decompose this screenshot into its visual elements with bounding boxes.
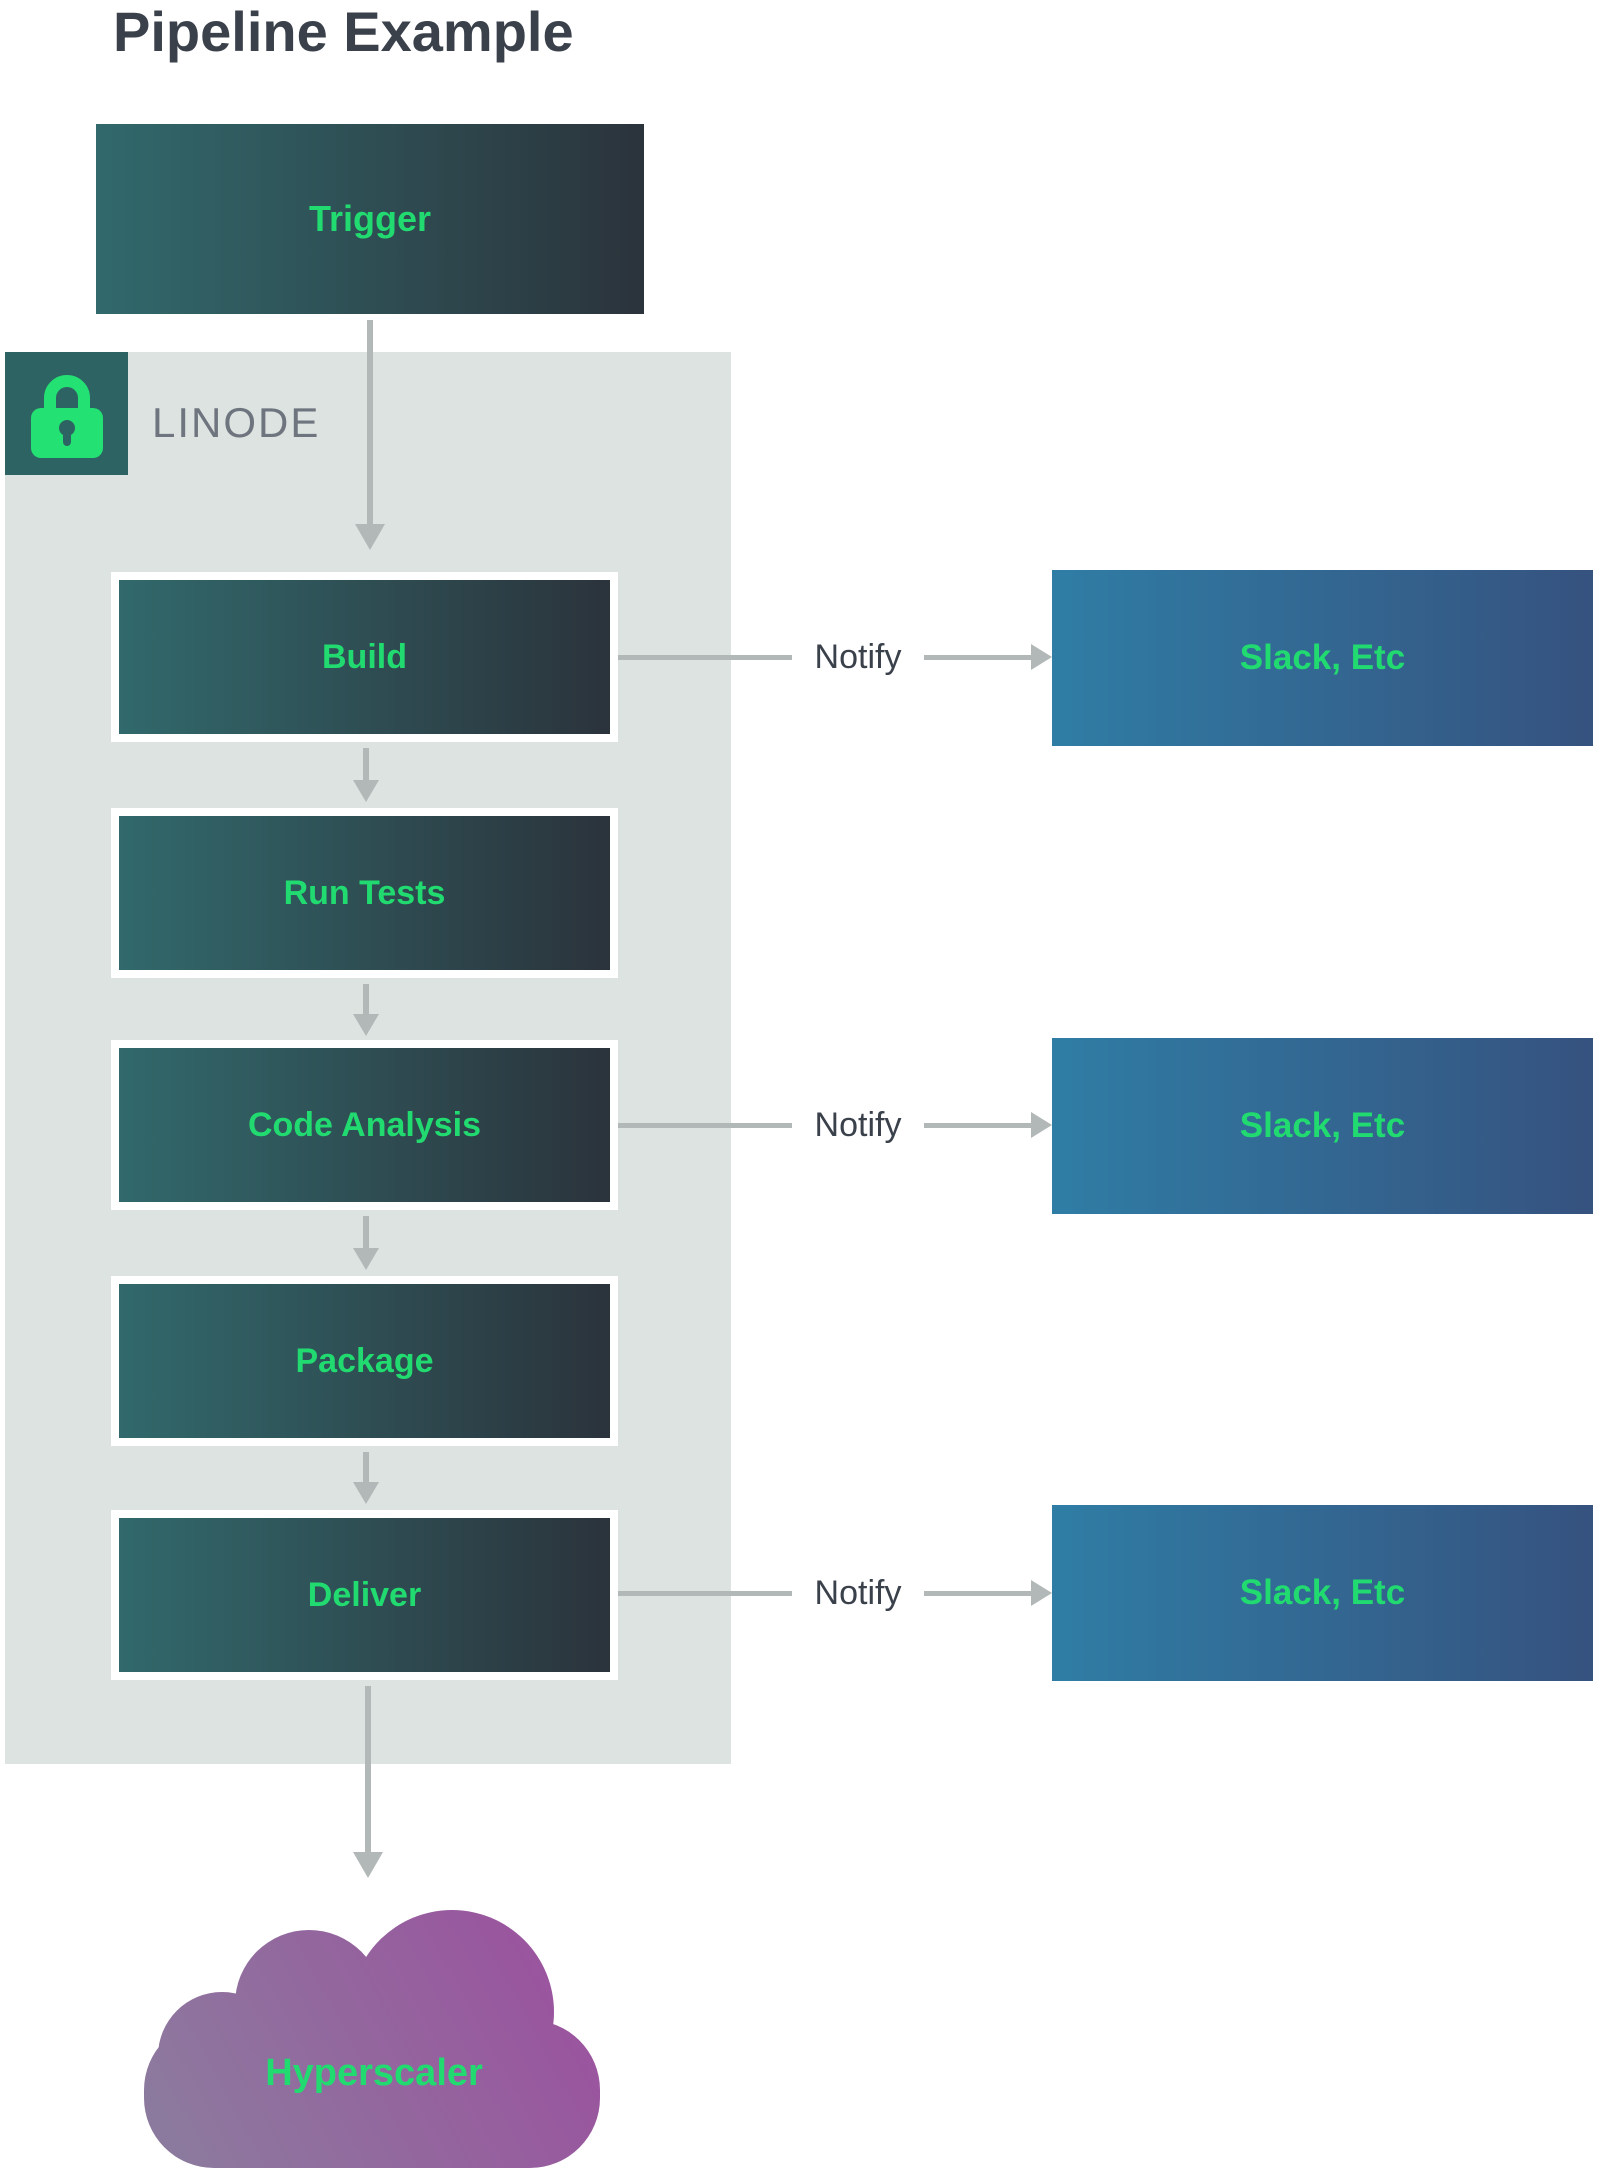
stage-node-package: Package — [111, 1276, 618, 1446]
stage-node-run-tests: Run Tests — [111, 808, 618, 978]
arrow-trigger-to-build — [355, 320, 385, 550]
arrow-deliver-to-hyperscaler — [353, 1686, 383, 1878]
destination-label: Hyperscaler — [265, 2052, 483, 2094]
arrow-stem — [365, 1686, 371, 1852]
stage-node-deliver: Deliver — [111, 1510, 618, 1680]
stage-node-code-analysis: Code Analysis — [111, 1040, 618, 1210]
page-title: Pipeline Example — [113, 0, 574, 63]
provider-label: LINODE — [152, 399, 321, 446]
arrow-shaft — [924, 1590, 1031, 1596]
notify-label: Notify — [814, 637, 902, 676]
notify-label: Notify — [814, 1573, 902, 1612]
notify-target-node-1: Slack, Etc — [1052, 570, 1593, 746]
arrow-stem — [363, 748, 369, 780]
arrow-stem — [363, 1216, 369, 1248]
arrow-head-icon — [353, 1248, 379, 1270]
stage-label: Package — [295, 1341, 434, 1380]
arrow-head-icon — [1031, 1580, 1052, 1606]
arrow-head-icon — [353, 1482, 379, 1504]
connector-arrow — [924, 1112, 1052, 1138]
arrow-shaft — [924, 654, 1031, 660]
notify-connector-deliver: Notify — [618, 1505, 1052, 1681]
arrow-head-icon — [353, 1852, 383, 1878]
arrow-shaft — [924, 1122, 1031, 1128]
notify-connector-build: Notify — [618, 569, 1052, 745]
stage-label: Code Analysis — [247, 1105, 482, 1144]
notify-target-node-3: Slack, Etc — [1052, 1505, 1593, 1681]
notify-target-label: Slack, Etc — [1239, 1106, 1406, 1145]
connector-line — [618, 1590, 792, 1596]
connector-arrow — [924, 644, 1052, 670]
notify-target-label: Slack, Etc — [1239, 638, 1406, 677]
arrow-build-to-run-tests — [353, 748, 379, 802]
arrow-stem — [367, 320, 373, 524]
notify-connector-code-analysis: Notify — [618, 1037, 1052, 1213]
arrow-run-tests-to-code-analysis — [353, 984, 379, 1036]
arrow-code-analysis-to-package — [353, 1216, 379, 1270]
trigger-label: Trigger — [308, 198, 432, 239]
arrow-head-icon — [355, 524, 385, 550]
stage-node-build: Build — [111, 572, 618, 742]
arrow-package-to-deliver — [353, 1452, 379, 1504]
notify-target-node-2: Slack, Etc — [1052, 1038, 1593, 1214]
arrow-head-icon — [353, 1014, 379, 1036]
connector-arrow — [924, 1580, 1052, 1606]
notify-label: Notify — [814, 1105, 902, 1144]
arrow-stem — [363, 984, 369, 1014]
trigger-node: Trigger — [96, 124, 644, 314]
stage-label: Build — [322, 637, 407, 676]
arrow-head-icon — [1031, 1112, 1052, 1138]
lock-badge — [5, 352, 128, 475]
connector-line — [618, 1122, 792, 1128]
lock-icon — [30, 374, 103, 458]
stage-label: Deliver — [307, 1575, 422, 1614]
arrow-head-icon — [353, 780, 379, 802]
cloud-icon — [144, 1910, 600, 2168]
arrow-stem — [363, 1452, 369, 1482]
connector-line — [618, 654, 792, 660]
stage-label: Run Tests — [283, 873, 446, 912]
arrow-head-icon — [1031, 644, 1052, 670]
notify-target-label: Slack, Etc — [1239, 1573, 1406, 1612]
